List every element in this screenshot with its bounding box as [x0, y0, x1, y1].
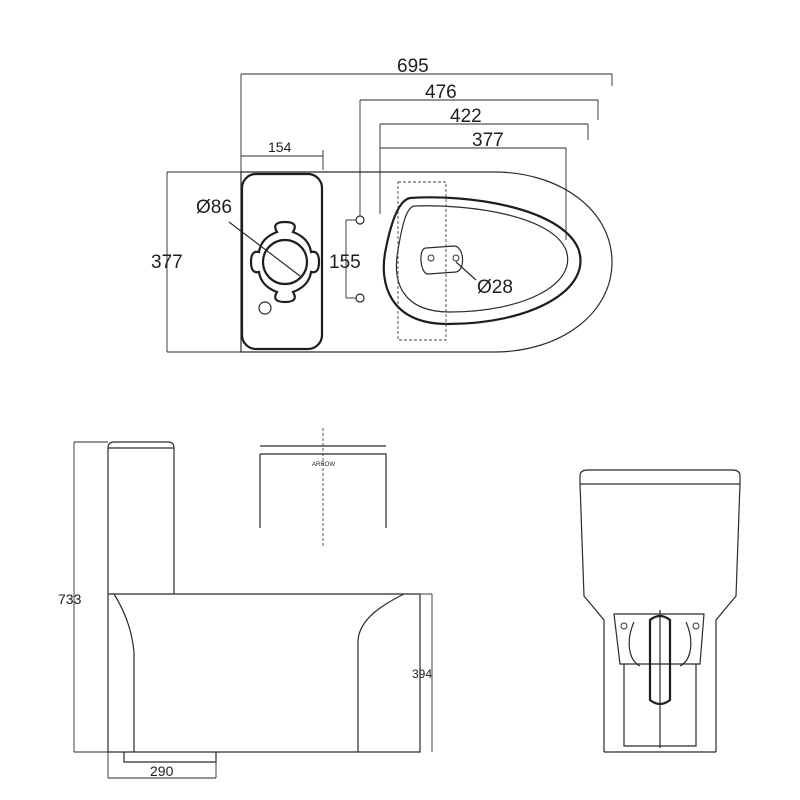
dim-290: 290 — [107, 752, 217, 779]
dim-377-height: 377 — [151, 171, 241, 353]
flush-button — [228, 220, 321, 304]
dim-154: 154 — [241, 139, 324, 170]
bolt-hole-bottom — [355, 293, 365, 303]
cistern-lid — [107, 441, 175, 449]
dim-377-top: 377 — [380, 130, 567, 240]
hinge-area — [397, 181, 447, 341]
dim-377-top-label: 377 — [472, 130, 504, 151]
dim-377-height-label: 377 — [151, 252, 183, 273]
dim-695: 695 — [240, 56, 613, 172]
cistern-outline — [240, 172, 324, 351]
top-view-outline — [241, 171, 613, 353]
dim-733: 733 — [58, 441, 108, 753]
cistern-body — [107, 448, 175, 594]
dim-422: 422 — [379, 106, 589, 214]
outlet — [420, 245, 464, 275]
bolt-hole-top — [355, 215, 365, 225]
bowl-rim-inner — [395, 205, 569, 313]
dim-476: 476 — [359, 82, 599, 216]
dim-422-label: 422 — [450, 106, 482, 127]
dim-d28-label: Ø28 — [477, 277, 513, 298]
dim-155-label: 155 — [329, 252, 361, 273]
bowl-rim-outer — [382, 196, 582, 326]
dim-394: 394 — [412, 593, 433, 752]
front-view — [579, 469, 741, 753]
refill-hole — [258, 301, 272, 315]
front-lid — [579, 469, 741, 485]
arrow-detail: ARROW — [259, 428, 387, 546]
dim-290-label: 290 — [150, 763, 174, 779]
dim-476-label: 476 — [425, 82, 457, 103]
dim-733-label: 733 — [58, 591, 82, 607]
dim-155: 155 — [329, 219, 361, 299]
front-pedestal — [613, 613, 705, 665]
side-view: 733 394 290 — [58, 441, 433, 779]
arrow-label: ARROW — [312, 462, 335, 468]
dim-154-label: 154 — [268, 139, 292, 155]
dim-d86-label: Ø86 — [196, 197, 232, 218]
bowl-body — [107, 593, 421, 753]
dim-d28-leader — [455, 261, 477, 281]
dim-695-label: 695 — [397, 56, 429, 77]
top-view: 695 476 422 377 154 — [151, 56, 613, 353]
dim-394-label: 394 — [412, 667, 432, 681]
